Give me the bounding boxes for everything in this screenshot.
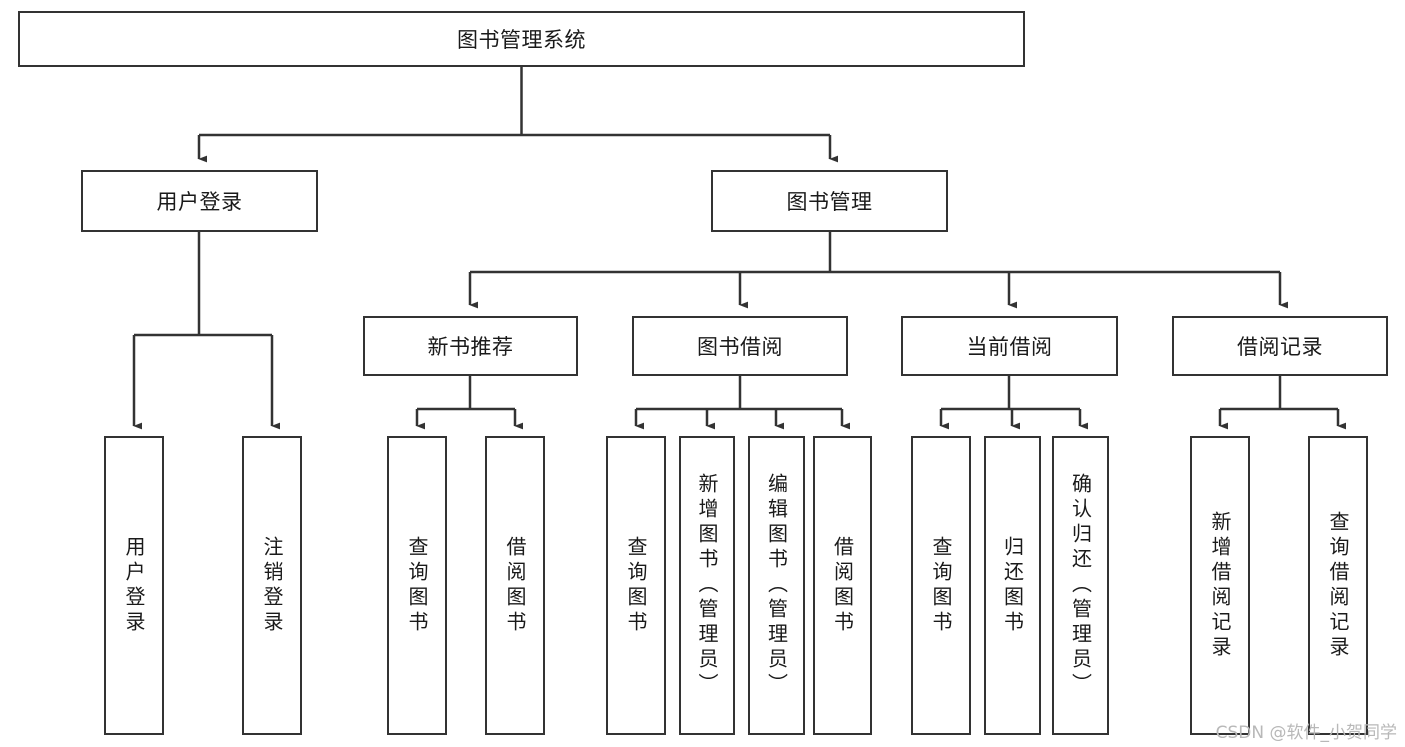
node-leaf-borrow-book-1[interactable]: 借阅图书 bbox=[485, 436, 545, 735]
node-leaf-query-borrow-record[interactable]: 查询借阅记录 bbox=[1308, 436, 1368, 735]
node-current-borrow-label: 当前借阅 bbox=[966, 335, 1053, 359]
node-current-borrow[interactable]: 当前借阅 bbox=[901, 316, 1118, 376]
node-user-login[interactable]: 用户登录 bbox=[81, 170, 318, 232]
node-new-book-recommend-label: 新书推荐 bbox=[427, 335, 514, 359]
node-borrow-record[interactable]: 借阅记录 bbox=[1172, 316, 1388, 376]
node-leaf-add-borrow-record-label: 新增借阅记录 bbox=[1208, 510, 1232, 661]
node-book-borrow-label: 图书借阅 bbox=[697, 335, 783, 359]
node-borrow-record-label: 借阅记录 bbox=[1237, 335, 1323, 359]
node-leaf-logout[interactable]: 注销登录 bbox=[242, 436, 302, 735]
edge-user-login-to-leaves bbox=[132, 232, 281, 430]
edge-book-manage-to-level2 bbox=[468, 232, 1289, 309]
node-leaf-query-book-2[interactable]: 查询图书 bbox=[606, 436, 666, 735]
node-leaf-confirm-return-admin[interactable]: 确认归还（管理员） bbox=[1052, 436, 1109, 735]
node-book-manage[interactable]: 图书管理 bbox=[711, 170, 948, 232]
node-leaf-return-book-label: 归还图书 bbox=[1000, 535, 1025, 636]
node-leaf-borrow-book-1-label: 借阅图书 bbox=[503, 535, 527, 636]
node-new-book-recommend[interactable]: 新书推荐 bbox=[363, 316, 578, 376]
node-leaf-logout-label: 注销登录 bbox=[260, 535, 284, 636]
edge-current-borrow-to-leaves bbox=[939, 376, 1089, 430]
node-book-manage-label: 图书管理 bbox=[786, 190, 873, 214]
node-leaf-user-login-label: 用户登录 bbox=[122, 535, 146, 636]
node-root[interactable]: 图书管理系统 bbox=[18, 11, 1025, 67]
node-leaf-query-book-2-label: 查询图书 bbox=[624, 535, 648, 636]
node-root-label: 图书管理系统 bbox=[457, 28, 586, 52]
node-leaf-add-book-admin[interactable]: 新增图书（管理员） bbox=[679, 436, 735, 735]
edge-book-borrow-to-leaves bbox=[634, 376, 851, 430]
node-leaf-add-book-admin-label: 新增图书（管理员） bbox=[695, 473, 719, 698]
node-leaf-add-borrow-record[interactable]: 新增借阅记录 bbox=[1190, 436, 1250, 735]
node-leaf-edit-book-admin-label: 编辑图书（管理员） bbox=[764, 473, 789, 698]
edge-borrow-record-to-leaves bbox=[1218, 376, 1347, 430]
node-leaf-query-book-3-label: 查询图书 bbox=[929, 535, 953, 636]
node-leaf-borrow-book-2-label: 借阅图书 bbox=[830, 535, 855, 636]
node-leaf-query-book-3[interactable]: 查询图书 bbox=[911, 436, 971, 735]
node-leaf-return-book[interactable]: 归还图书 bbox=[984, 436, 1041, 735]
edge-new-book-rec-to-leaves bbox=[415, 376, 524, 430]
node-user-login-label: 用户登录 bbox=[156, 190, 243, 214]
node-leaf-query-borrow-record-label: 查询借阅记录 bbox=[1326, 510, 1350, 661]
watermark-text: CSDN @软件_小贺同学 bbox=[1215, 723, 1397, 743]
node-leaf-query-book-1[interactable]: 查询图书 bbox=[387, 436, 447, 735]
node-leaf-query-book-1-label: 查询图书 bbox=[405, 535, 429, 636]
node-leaf-borrow-book-2[interactable]: 借阅图书 bbox=[813, 436, 872, 735]
node-leaf-confirm-return-admin-label: 确认归还（管理员） bbox=[1068, 473, 1093, 698]
edge-root-to-level1 bbox=[197, 67, 839, 163]
node-leaf-user-login[interactable]: 用户登录 bbox=[104, 436, 164, 735]
node-book-borrow[interactable]: 图书借阅 bbox=[632, 316, 848, 376]
node-leaf-edit-book-admin[interactable]: 编辑图书（管理员） bbox=[748, 436, 805, 735]
